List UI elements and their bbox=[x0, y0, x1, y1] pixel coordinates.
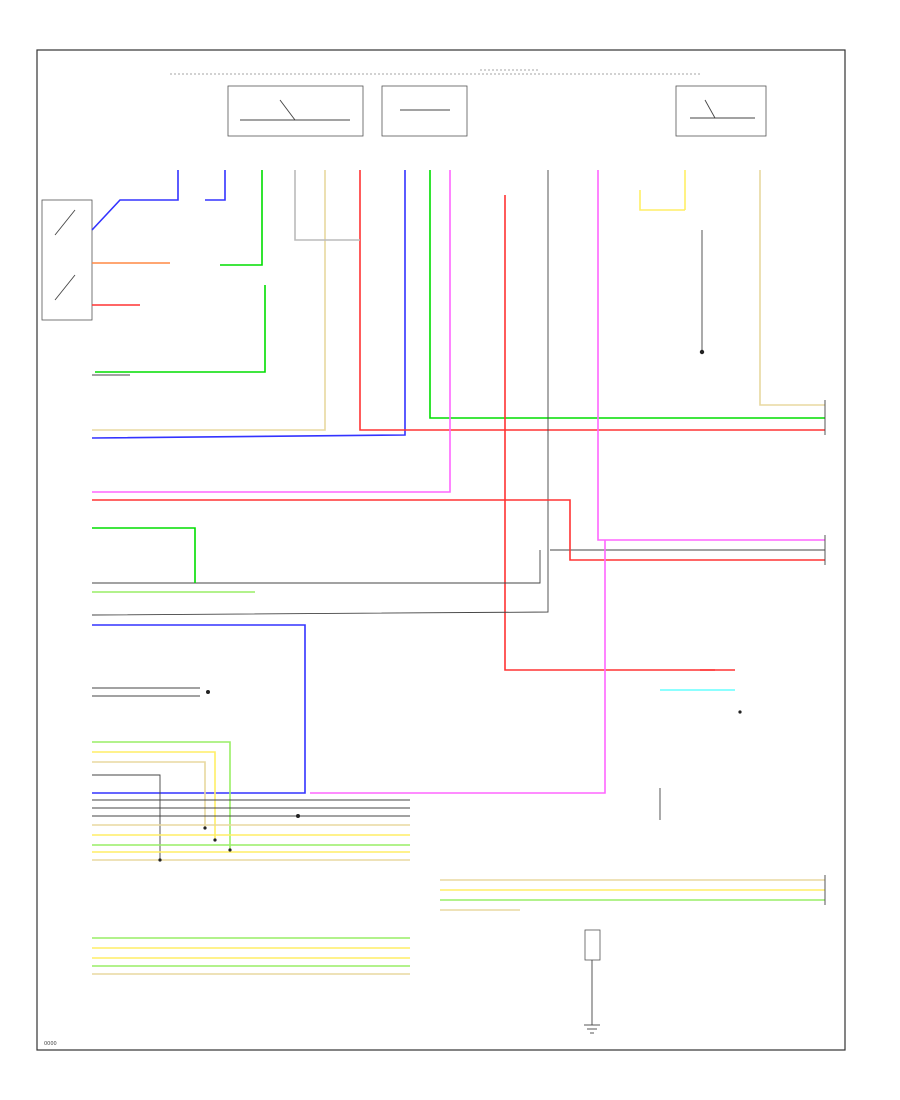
tan-wire-right bbox=[759, 170, 825, 406]
green-wire-mid-box bbox=[92, 527, 196, 583]
middle-wiring bbox=[92, 499, 825, 794]
blue-main bbox=[91, 170, 406, 439]
pink-wire-right bbox=[597, 170, 825, 541]
top-relay-boxes bbox=[227, 85, 767, 137]
pink-wire-long bbox=[92, 170, 451, 493]
green-wire-long bbox=[429, 170, 825, 419]
green-wire-top bbox=[220, 170, 263, 266]
gray-wire-top-left bbox=[294, 170, 360, 241]
diagram-frame bbox=[36, 49, 846, 1051]
blue-wire-b bbox=[205, 170, 226, 201]
red-wire-long bbox=[359, 170, 825, 431]
red-wire-center bbox=[504, 195, 715, 671]
ground-symbol bbox=[584, 929, 601, 1034]
bottom-left-wiring bbox=[92, 937, 410, 975]
gray-wires bbox=[91, 170, 825, 810]
yellow-wire-right bbox=[639, 190, 685, 211]
red-wire-mid bbox=[92, 499, 825, 561]
green-wire-mid bbox=[95, 285, 266, 373]
right-ground-symbol bbox=[659, 349, 705, 820]
blue-wire-lower bbox=[92, 624, 306, 794]
page-number: 0000 bbox=[44, 1041, 57, 1047]
splice-points bbox=[158, 690, 742, 862]
blue-wire-a bbox=[91, 170, 179, 231]
pink-wire-lower bbox=[310, 540, 606, 794]
left-switch-component bbox=[41, 199, 93, 321]
tan-wire-left bbox=[92, 170, 326, 431]
lower-right-wiring bbox=[440, 879, 825, 911]
lower-left-wiring bbox=[92, 741, 410, 861]
upper-wiring bbox=[91, 170, 825, 671]
